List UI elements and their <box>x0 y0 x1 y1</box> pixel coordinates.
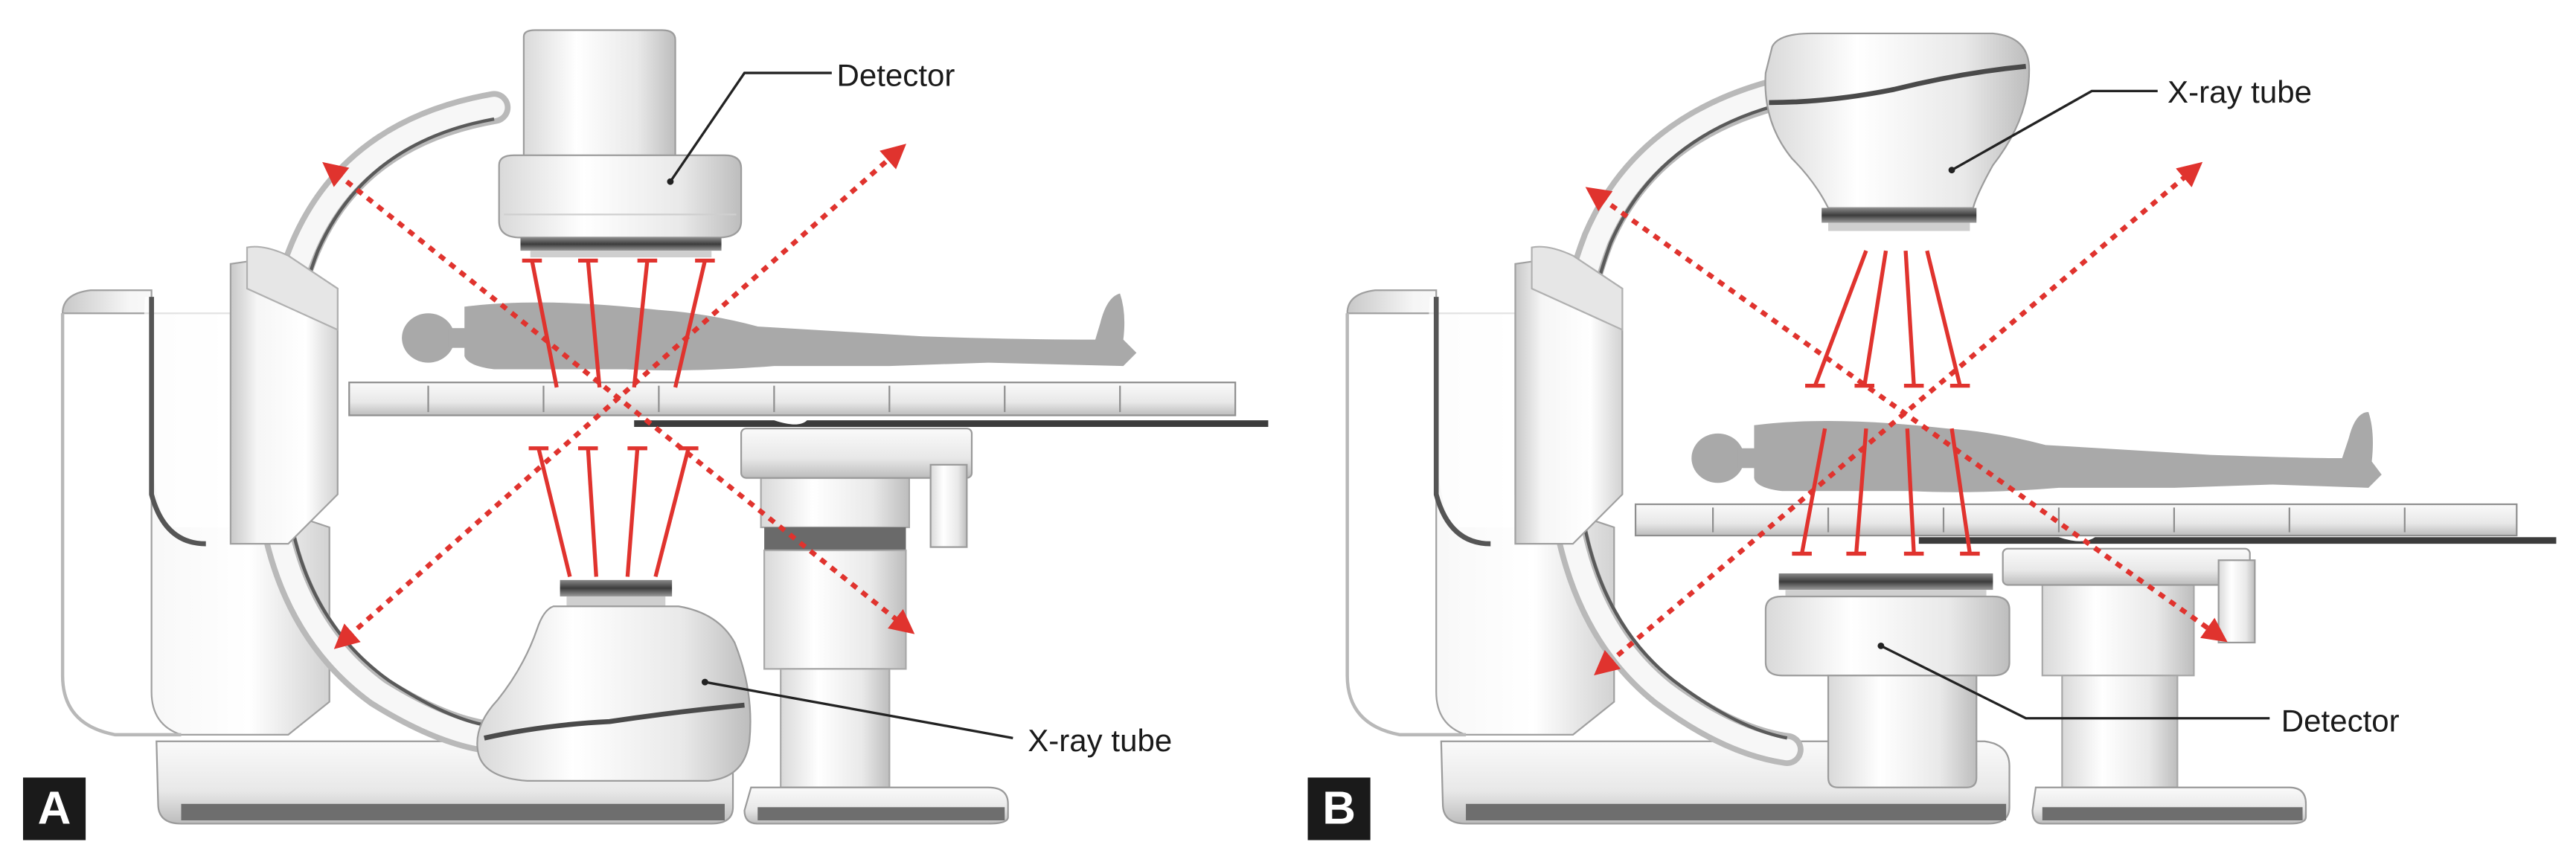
label-detector-b: Detector <box>2281 703 2400 738</box>
panel-a: Detector X-ray tube A <box>22 29 1269 840</box>
table-pedestal <box>740 428 1009 825</box>
table-rail-b <box>1918 537 2557 544</box>
label-detector-a: Detector <box>836 58 955 93</box>
rotation-arrows-b <box>1585 161 2228 676</box>
xray-tube-a <box>476 579 752 782</box>
patient-silhouette <box>402 293 1137 370</box>
leader-xray-tube-a <box>705 681 1013 739</box>
label-xray-tube-a: X-ray tube <box>1028 723 1172 758</box>
leader-dot-xray-tube-b <box>1948 167 1955 174</box>
patient-silhouette-b <box>1691 412 2382 492</box>
leader-detector-a <box>669 71 832 183</box>
xray-tube-b <box>1764 32 2031 231</box>
panel-badge-a <box>22 777 86 840</box>
leader-detector-b <box>1880 644 2270 720</box>
table-pedestal-b <box>2002 547 2307 825</box>
xray-beams-a-bottom <box>528 446 699 578</box>
c-arm-stand-b <box>1345 289 1615 737</box>
leader-dot-xray-tube-a <box>701 678 708 686</box>
panel-badge-b <box>1307 777 1371 840</box>
leader-xray-tube-b <box>1951 89 2158 172</box>
panel-letter-b: B <box>1322 782 1356 834</box>
xray-beams-b-top <box>1805 250 1970 388</box>
rotation-arrows-a <box>322 144 915 649</box>
panel-letter-a: A <box>38 782 71 834</box>
leader-dot-detector-b <box>1877 642 1885 649</box>
patient-table <box>348 382 1237 416</box>
panel-b: X-ray tube Detector B <box>1307 32 2557 840</box>
c-arm-stand <box>60 289 330 737</box>
c-arm-joint-b <box>1514 245 1624 545</box>
detector-a <box>498 29 743 257</box>
c-arm-joint <box>229 245 339 545</box>
label-xray-tube-b: X-ray tube <box>2168 74 2312 109</box>
table-rail <box>634 420 1269 427</box>
leader-dot-detector-a <box>667 178 674 185</box>
patient-table-b <box>1634 503 2518 537</box>
